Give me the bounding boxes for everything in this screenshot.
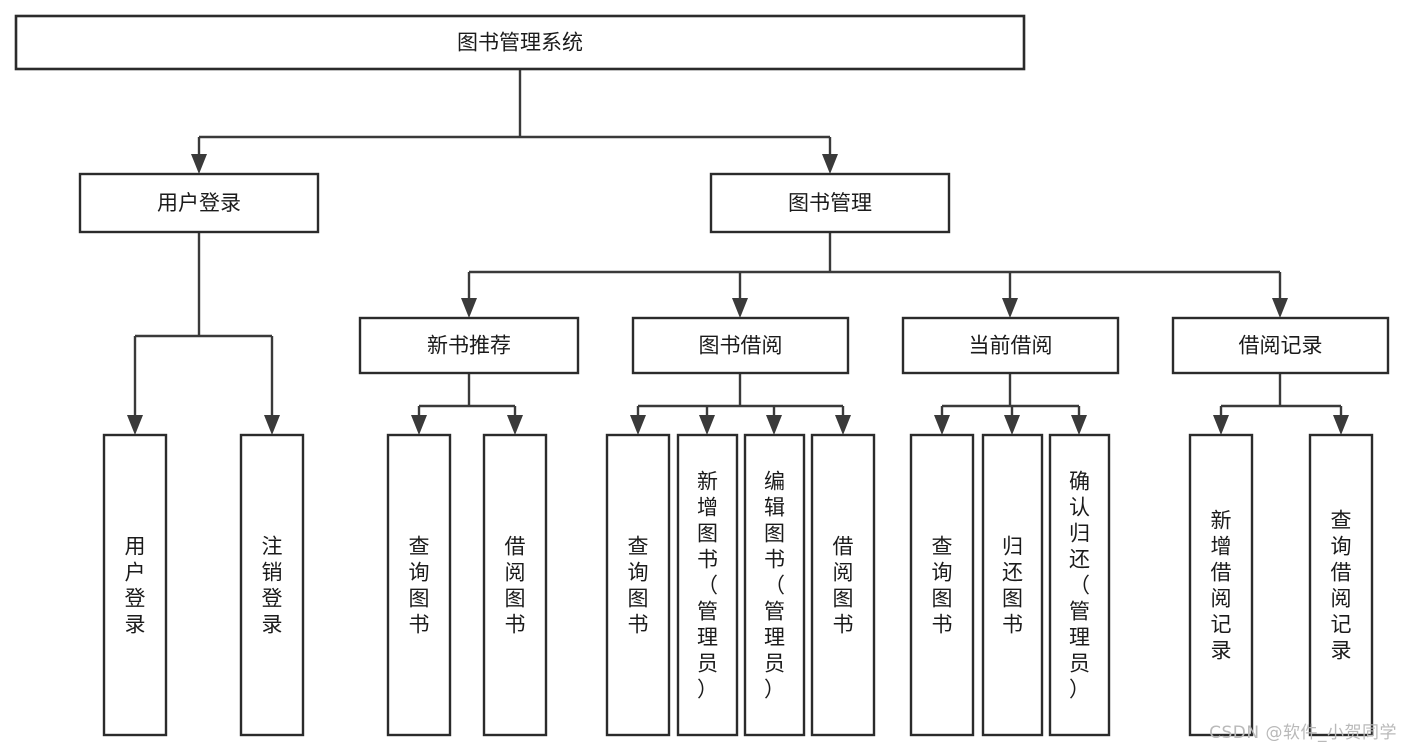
node-box[interactable] [239,433,305,737]
node-label: 借阅图书 [505,534,526,636]
arrow-head [191,154,207,174]
arrow-head [127,415,143,435]
node-new-book-rec[interactable]: 新书推荐 [358,316,580,375]
connector-bookmanage-to-level2 [461,232,1288,318]
node-user-login[interactable]: 用户登录 [78,172,320,234]
node-box[interactable] [909,433,975,737]
arrow-head [934,415,950,435]
node-label: 借阅记录 [1239,334,1323,358]
node-box[interactable] [605,433,671,737]
connector-borrowrecord-to-leaves [1213,373,1349,435]
arrow-head [461,298,477,318]
node-book-borrow[interactable]: 图书借阅 [631,316,850,375]
node-box[interactable] [631,316,850,375]
node-label: 用户登录 [125,534,146,636]
node-label: 查询图书 [932,534,953,636]
node-leaf-return-book[interactable]: 归还图书 [981,433,1044,737]
arrow-head [411,415,427,435]
node-leaf-query-record[interactable]: 查询借阅记录 [1308,433,1374,737]
node-box[interactable] [981,433,1044,737]
node-leaf-borrow-book-2[interactable]: 借阅图书 [810,433,876,737]
arrow-head [835,415,851,435]
arrow-head [1333,415,1349,435]
node-box[interactable] [901,316,1120,375]
arrow-head [1004,415,1020,435]
arrow-head [732,298,748,318]
node-box[interactable] [1308,433,1374,737]
node-box[interactable] [1048,433,1111,737]
node-box[interactable] [14,14,1026,71]
arrow-head [1213,415,1229,435]
node-box[interactable] [102,433,168,737]
node-leaf-add-record[interactable]: 新增借阅记录 [1188,433,1254,737]
node-leaf-query-book-2[interactable]: 查询图书 [605,433,671,737]
node-label: 确认归还（管理员） [1069,469,1090,701]
node-label: 注销登录 [262,534,283,636]
node-leaf-confirm-return[interactable]: 确认归还（管理员） [1048,433,1111,737]
node-label: 新增图书（管理员） [697,469,718,701]
arrow-head [1071,415,1087,435]
node-label: 用户登录 [157,191,241,215]
arrow-head [1272,298,1288,318]
node-leaf-user-login[interactable]: 用户登录 [102,433,168,737]
node-label: 编辑图书（管理员） [764,469,785,701]
node-box[interactable] [709,172,951,234]
node-label: 新书推荐 [427,334,511,358]
node-book-manage[interactable]: 图书管理 [709,172,951,234]
node-box[interactable] [1188,433,1254,737]
node-layer: 图书管理系统用户登录图书管理新书推荐图书借阅当前借阅借阅记录用户登录注销登录查询… [14,14,1390,737]
arrow-head [264,415,280,435]
node-label: 查询图书 [628,534,649,636]
node-box[interactable] [810,433,876,737]
arrow-head [699,415,715,435]
node-box[interactable] [78,172,320,234]
arrow-head [822,154,838,174]
arrow-head [507,415,523,435]
node-root[interactable]: 图书管理系统 [14,14,1026,71]
connector-layer [127,69,1349,435]
arrow-head [630,415,646,435]
node-label: 图书借阅 [699,334,783,358]
node-label: 新增借阅记录 [1211,508,1232,662]
arrow-head [766,415,782,435]
node-box[interactable] [386,433,452,737]
node-label: 归还图书 [1002,534,1023,636]
arrow-head [1002,298,1018,318]
node-label: 图书管理系统 [457,31,583,55]
node-leaf-add-book[interactable]: 新增图书（管理员） [676,433,739,737]
connector-userlogin-to-leaves [127,232,280,435]
csdn-watermark: CSDN @软件_小贺同学 [1209,723,1397,743]
connector-currentborrow-to-leaves [934,373,1087,435]
node-leaf-query-book-3[interactable]: 查询图书 [909,433,975,737]
node-leaf-edit-book[interactable]: 编辑图书（管理员） [743,433,806,737]
node-box[interactable] [358,316,580,375]
connector-newbook-to-leaves [411,373,523,435]
node-leaf-borrow-book-1[interactable]: 借阅图书 [482,433,548,737]
node-leaf-query-book-1[interactable]: 查询图书 [386,433,452,737]
node-box[interactable] [1171,316,1390,375]
node-box[interactable] [743,433,806,737]
node-label: 借阅图书 [833,534,854,636]
node-box[interactable] [676,433,739,737]
node-current-borrow[interactable]: 当前借阅 [901,316,1120,375]
node-borrow-record[interactable]: 借阅记录 [1171,316,1390,375]
node-leaf-logout[interactable]: 注销登录 [239,433,305,737]
node-box[interactable] [482,433,548,737]
connector-bookborrow-to-leaves [630,373,851,435]
node-label: 当前借阅 [969,334,1053,358]
connector-root-to-level1 [191,69,838,174]
node-label: 图书管理 [788,191,872,215]
node-label: 查询借阅记录 [1331,508,1352,662]
node-label: 查询图书 [409,534,430,636]
